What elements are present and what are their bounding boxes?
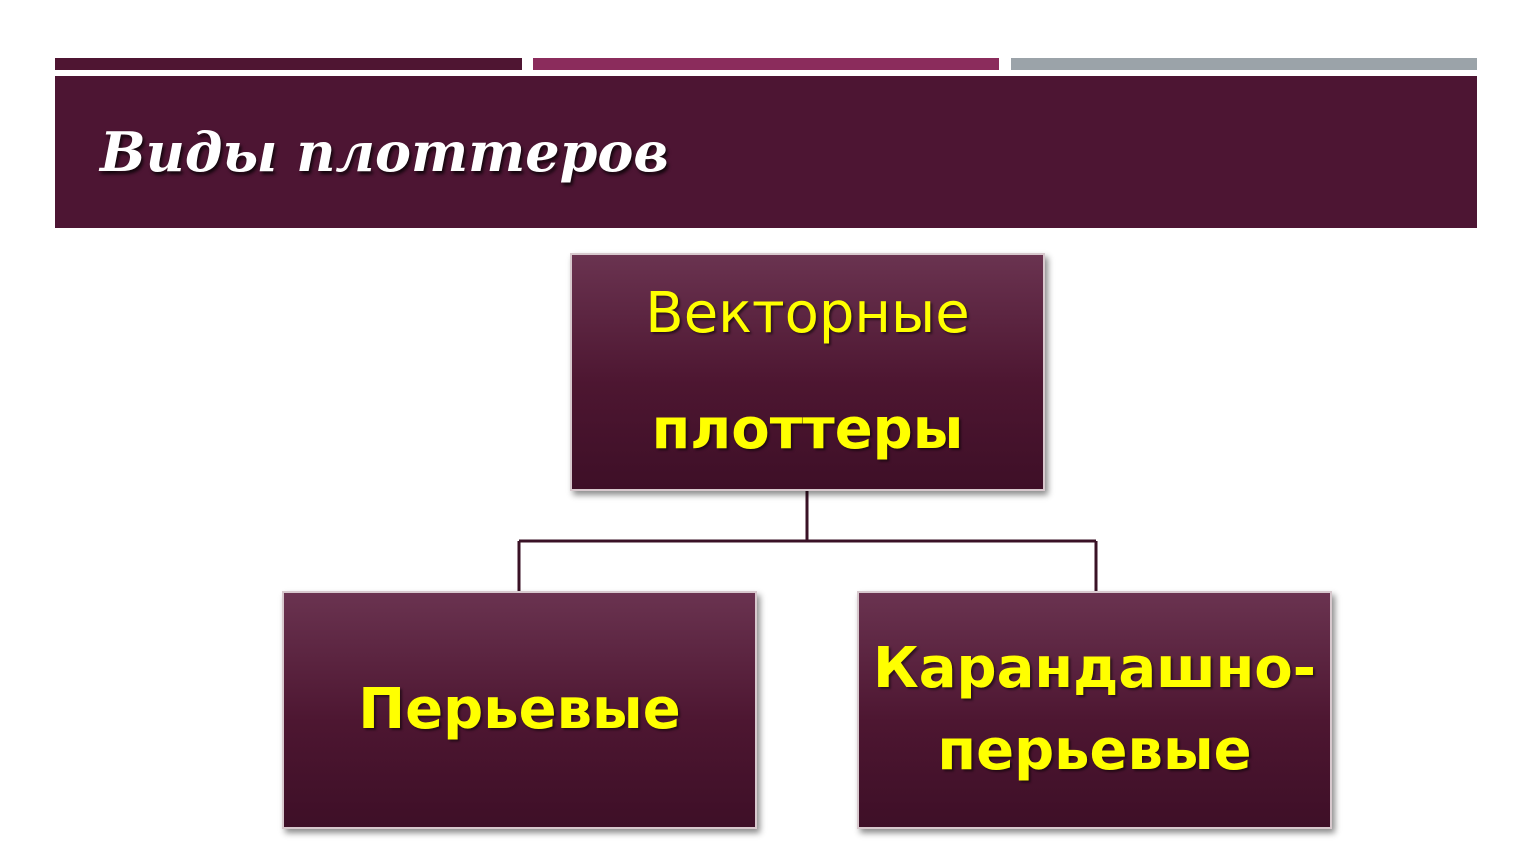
node-pencil-pen-plotters: Карандашно- перьевые — [857, 591, 1332, 829]
node-left-line1: Перьевые — [358, 677, 681, 742]
accent-bar-right — [1011, 58, 1477, 70]
accent-bar-middle — [533, 58, 999, 70]
node-vector-plotters: Векторные плоттеры — [570, 253, 1045, 491]
node-root-line2: плоттеры — [651, 397, 964, 462]
node-right-line2: перьевые — [937, 718, 1252, 783]
title-band: Виды плоттеров — [55, 76, 1477, 228]
slide-title: Виды плоттеров — [100, 120, 669, 184]
node-pen-plotters: Перьевые — [282, 591, 757, 829]
node-root-line1: Векторные — [645, 281, 970, 346]
accent-bar-left — [55, 58, 522, 70]
node-right-line1: Карандашно- — [872, 636, 1317, 701]
